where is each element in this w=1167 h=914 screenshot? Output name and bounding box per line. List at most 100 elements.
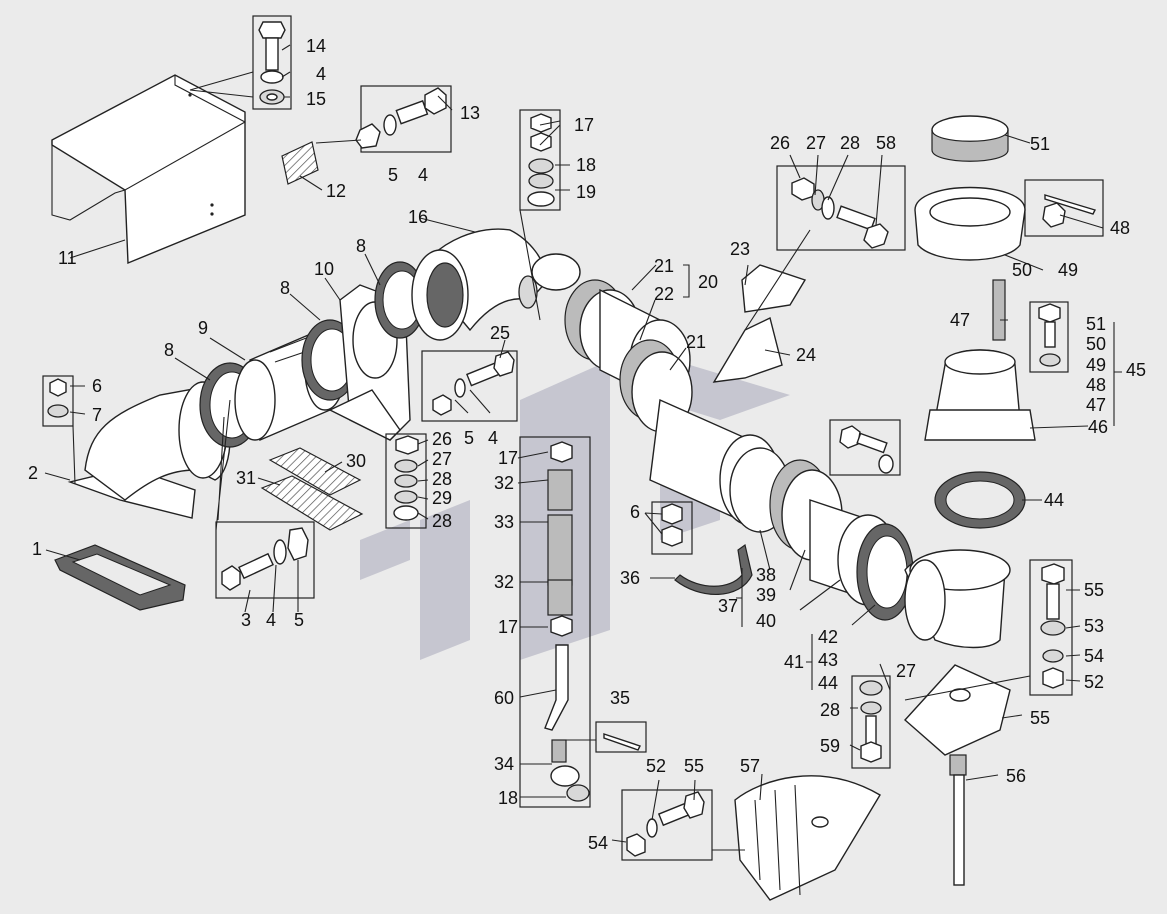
group-brackets — [683, 264, 1122, 690]
label-43: 43 — [818, 650, 838, 670]
part-47-stud — [992, 279, 1006, 341]
label-5a: 5 — [388, 165, 398, 185]
part-36-clamp — [674, 543, 753, 595]
label-6b: 6 — [630, 502, 640, 522]
label-14: 14 — [306, 36, 326, 56]
label-27a: 27 — [432, 449, 452, 469]
label-39: 39 — [756, 585, 776, 605]
label-54a: 54 — [1084, 646, 1104, 666]
label-11: 11 — [58, 248, 77, 268]
label-8b: 8 — [280, 278, 290, 298]
label-32a: 32 — [494, 473, 514, 493]
label-51b: 51 — [1086, 314, 1106, 334]
label-13: 13 — [460, 103, 480, 123]
label-30: 30 — [346, 451, 366, 471]
label-4a: 4 — [316, 64, 326, 84]
label-25: 25 — [490, 323, 510, 343]
part-10-bracket — [328, 284, 411, 441]
label-40: 40 — [756, 611, 776, 631]
label-55c: 55 — [684, 756, 704, 776]
label-8a: 8 — [164, 340, 174, 360]
callout-labels: 14 4 15 13 5 4 12 11 6 7 2 1 3 4 5 8 9 8… — [28, 36, 1146, 853]
label-50b: 50 — [1012, 260, 1032, 280]
label-56: 56 — [1006, 766, 1026, 786]
part-60-tube — [544, 644, 569, 731]
bolt-box-25 — [421, 350, 518, 422]
part-43-elbow — [904, 549, 1011, 649]
label-36: 36 — [620, 568, 640, 588]
part-42-flange-ring — [856, 523, 914, 621]
label-51a: 51 — [1030, 134, 1050, 154]
label-35: 35 — [610, 688, 630, 708]
label-28c: 28 — [840, 133, 860, 153]
label-5c: 5 — [464, 428, 474, 448]
label-48b: 48 — [1086, 375, 1106, 395]
label-27b: 27 — [806, 133, 826, 153]
label-48a: 48 — [1110, 218, 1130, 238]
part-57-shield — [734, 775, 881, 901]
label-49a: 49 — [1058, 260, 1078, 280]
bolt-box-27-28-59 — [851, 675, 891, 769]
label-58: 58 — [876, 133, 896, 153]
label-42: 42 — [818, 627, 838, 647]
part-1-gasket — [54, 544, 186, 611]
part-55-mount — [904, 664, 1011, 756]
vertical-assembly-frame — [519, 436, 591, 808]
part-46-housing — [924, 349, 1036, 441]
part-51-ring — [931, 115, 1009, 162]
part-8-flange-ring-3 — [374, 261, 426, 339]
label-32b: 32 — [494, 572, 514, 592]
label-34: 34 — [494, 754, 514, 774]
label-57: 57 — [740, 756, 760, 776]
label-18a: 18 — [576, 155, 596, 175]
label-27c: 27 — [896, 661, 916, 681]
nut-box-6 — [651, 501, 693, 555]
label-20: 20 — [698, 272, 718, 292]
part-30-plate — [268, 447, 362, 496]
label-44b: 44 — [1044, 490, 1064, 510]
label-2: 2 — [28, 463, 38, 483]
washer-stack-17-19 — [519, 109, 561, 211]
bolt-box-mid — [829, 419, 901, 476]
label-37: 37 — [718, 596, 738, 616]
bolt-box-47 — [1029, 301, 1069, 373]
label-15: 15 — [306, 89, 326, 109]
label-52a: 52 — [1084, 672, 1104, 692]
label-59: 59 — [820, 736, 840, 756]
label-55a: 55 — [1084, 580, 1104, 600]
bolt-box-52-54-55 — [621, 789, 713, 861]
bolt-box-13 — [355, 85, 452, 153]
label-12: 12 — [326, 181, 346, 201]
label-28a: 28 — [432, 469, 452, 489]
nut-box-6-7 — [42, 375, 74, 427]
part-11-cover — [51, 74, 246, 265]
label-60: 60 — [494, 688, 514, 708]
label-17c: 17 — [498, 617, 518, 637]
label-19: 19 — [576, 182, 596, 202]
label-54b: 54 — [588, 833, 608, 853]
label-23: 23 — [730, 239, 750, 259]
part-16-clamp-ring — [518, 275, 538, 309]
label-5b: 5 — [294, 610, 304, 630]
label-46: 46 — [1088, 417, 1108, 437]
label-4b: 4 — [418, 165, 428, 185]
label-8c: 8 — [356, 236, 366, 256]
bolt-box-58 — [776, 165, 906, 251]
stud-stack-17-32-33 — [547, 441, 573, 637]
part-44-gasket — [934, 471, 1026, 529]
part-12-plate — [281, 141, 319, 185]
label-29: 29 — [432, 488, 452, 508]
part-50-cap — [914, 186, 1026, 261]
bolt-box-3-4-5 — [215, 521, 315, 599]
label-50c: 50 — [1086, 334, 1106, 354]
label-17a: 17 — [574, 115, 594, 135]
label-28b: 28 — [432, 511, 452, 531]
label-28d: 28 — [820, 700, 840, 720]
label-21b: 21 — [686, 332, 706, 352]
label-52b: 52 — [646, 756, 666, 776]
part-34-banjo — [550, 739, 590, 802]
label-49b: 49 — [1086, 355, 1106, 375]
label-53: 53 — [1084, 616, 1104, 636]
